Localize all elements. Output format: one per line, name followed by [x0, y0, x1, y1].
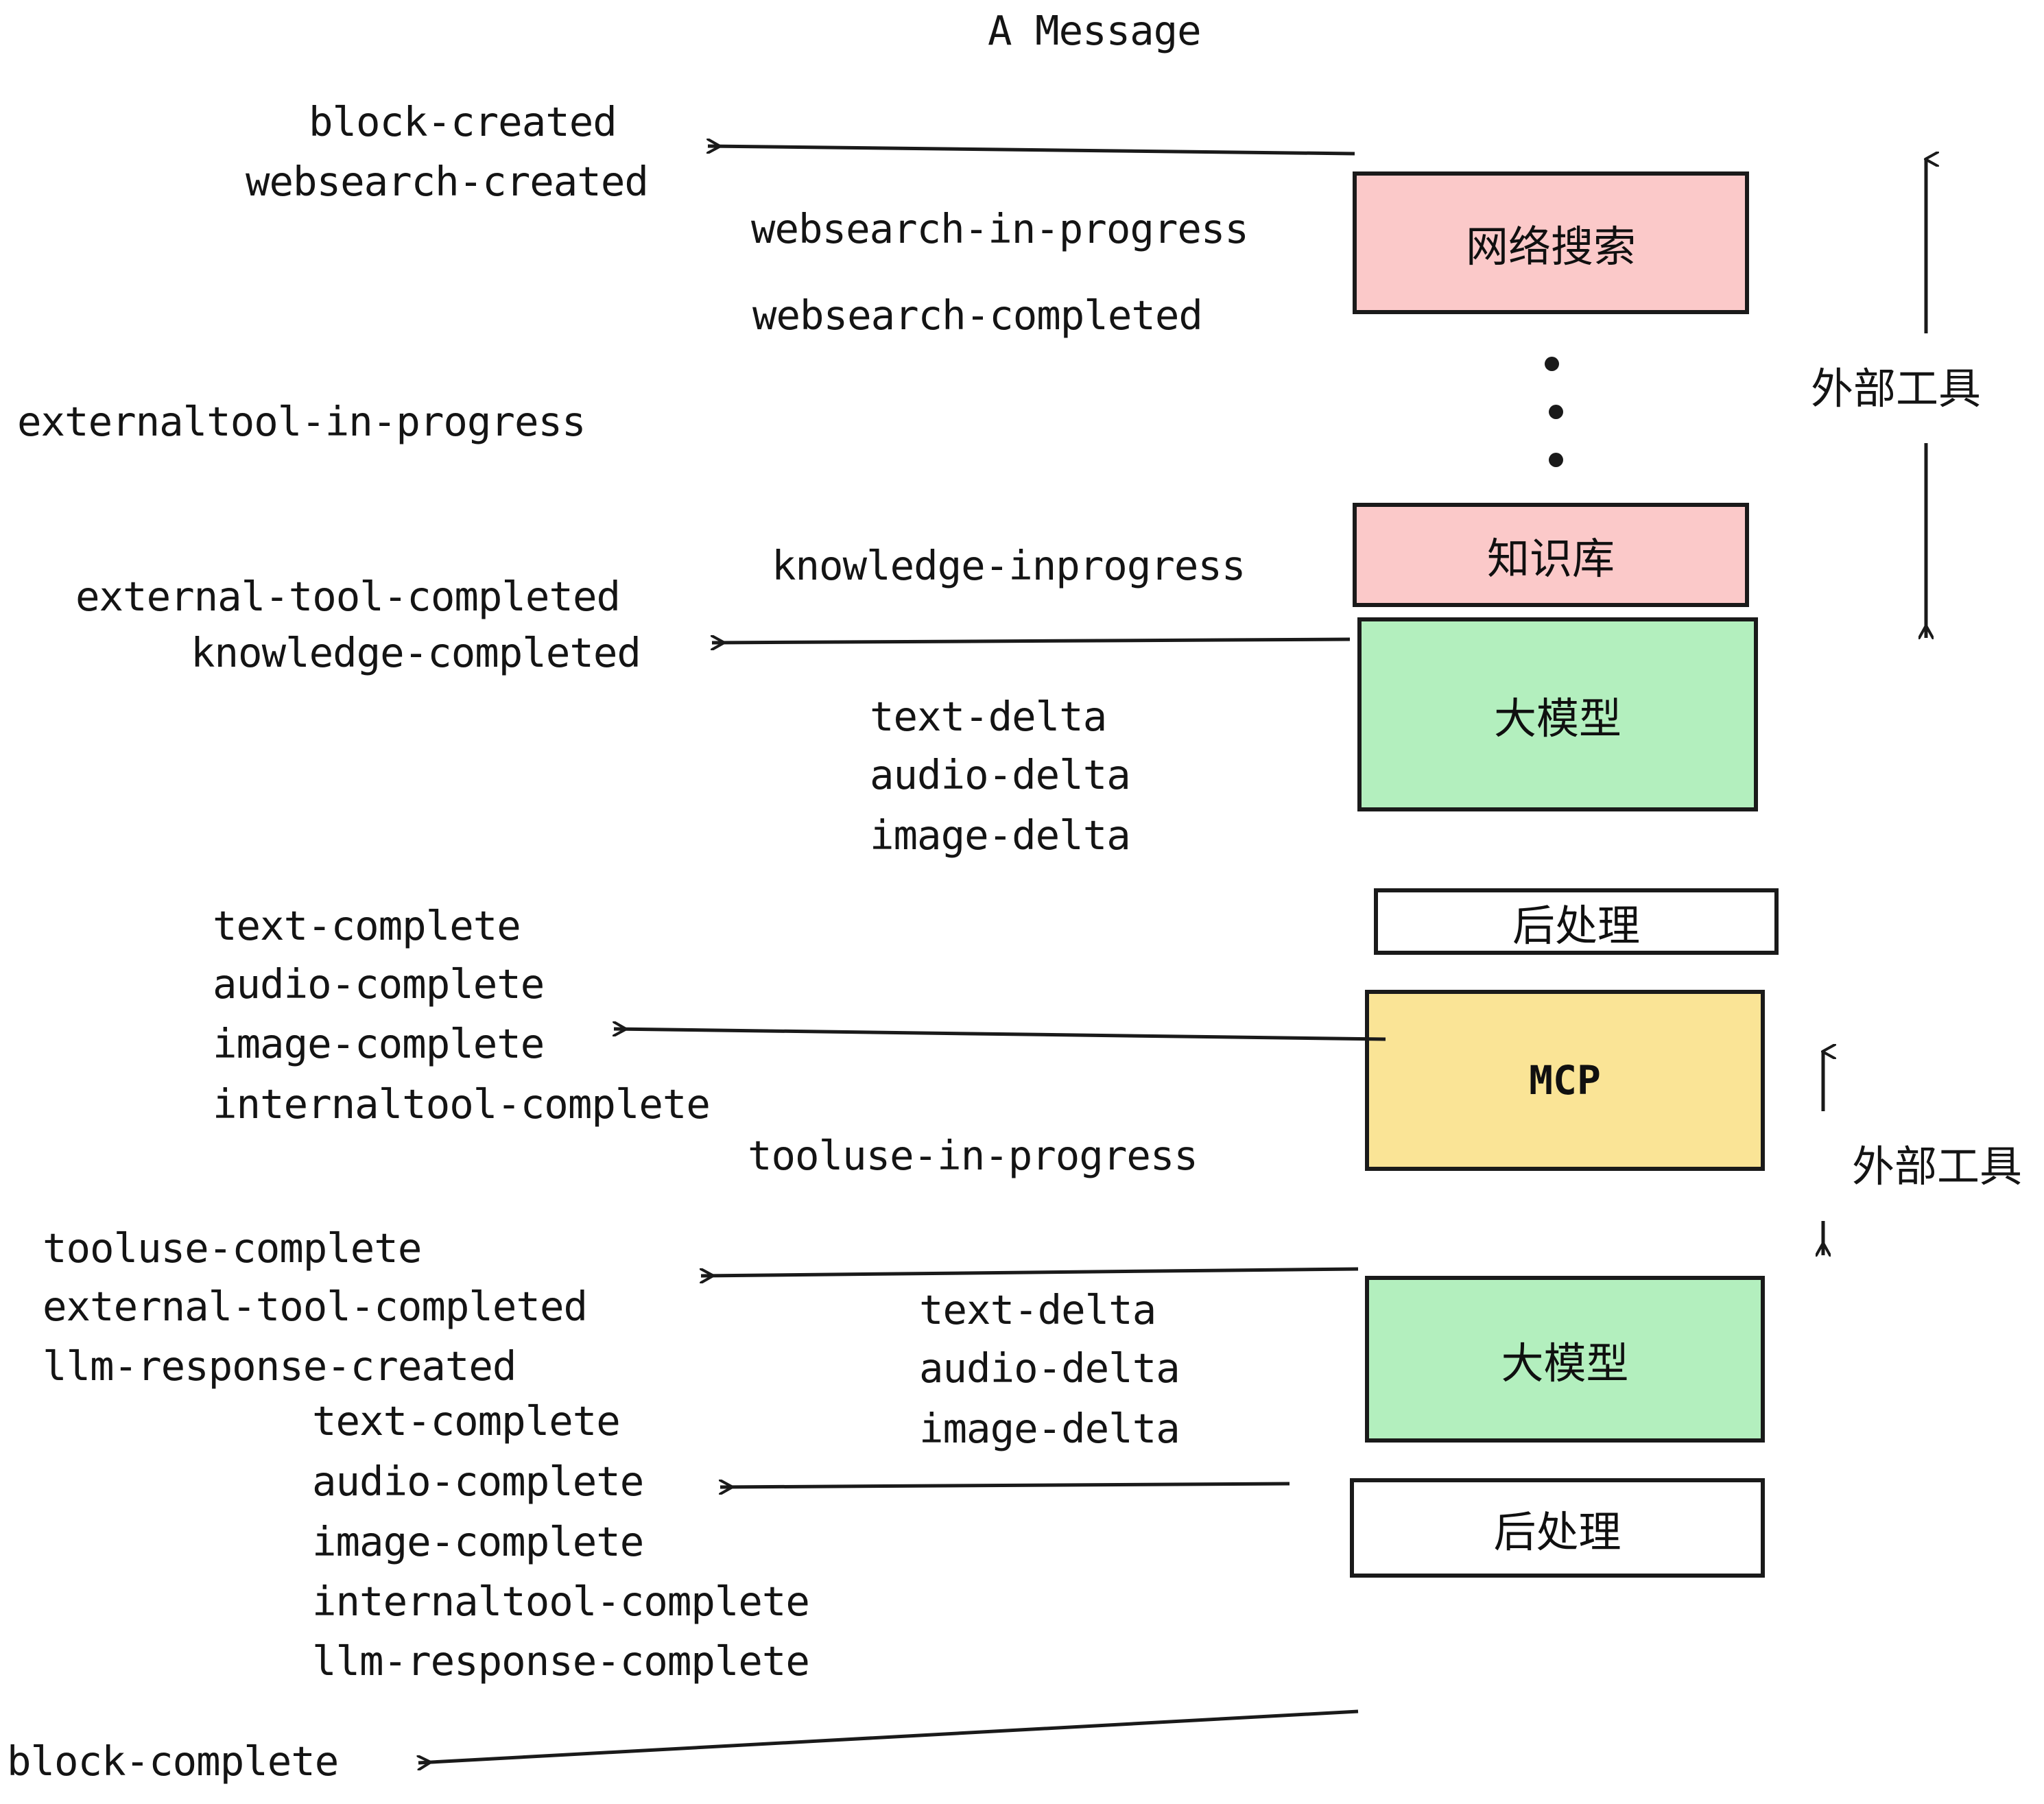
node-postprocess-2: 后处理 [1350, 1478, 1765, 1578]
event-label-knowledge-completed: knowledge-completed [191, 629, 641, 676]
bracket-label-external-tools-top: 外部工具 [1811, 364, 1982, 414]
node-postprocess-1: 后处理 [1374, 888, 1779, 955]
arrow-knowledge-done [712, 639, 1351, 643]
event-label-llm-response-created: llm-response-created [43, 1342, 516, 1390]
node-label: 大模型 [1501, 1338, 1629, 1388]
event-label-websearch-created: websearch-created [246, 158, 649, 205]
event-label-audio-complete-1: audio-complete [213, 960, 545, 1008]
event-label-block-complete: block-complete [7, 1737, 339, 1785]
node-label: 网络搜索 [1465, 222, 1636, 272]
event-label-text-delta-2: text-delta [919, 1286, 1156, 1333]
event-label-llm-response-complete: llm-response-complete [312, 1637, 810, 1685]
node-llm-1: 大模型 [1357, 617, 1758, 811]
node-label: 后处理 [1493, 1506, 1621, 1557]
arrow-tooluse-complete [701, 1267, 1359, 1276]
event-label-image-delta-1: image-delta [870, 811, 1131, 859]
event-label-audio-delta-1: audio-delta [870, 751, 1131, 798]
event-label-tooluse-in-progress: tooluse-in-progress [748, 1132, 1198, 1179]
event-label-audio-delta-2: audio-delta [919, 1344, 1180, 1392]
arrow-block-created [708, 146, 1355, 156]
node-label: MCP [1529, 1057, 1601, 1104]
event-label-internaltool-complete-1: internaltool-complete [213, 1080, 711, 1128]
node-knowledge: 知识库 [1353, 503, 1749, 607]
arrow-audio-complete [720, 1484, 1290, 1487]
event-label-image-complete-1: image-complete [213, 1020, 545, 1067]
ellipsis-dot [1549, 405, 1563, 419]
node-label: 大模型 [1493, 693, 1621, 744]
event-label-internaltool-complete-2: internaltool-complete [312, 1578, 810, 1625]
bracket-label-external-tools-bottom: 外部工具 [1852, 1141, 2023, 1191]
event-label-external-tool-completed-2: external-tool-completed [43, 1283, 588, 1330]
node-label: 后处理 [1512, 900, 1640, 951]
event-label-external-tool-completed-1: external-tool-completed [75, 573, 621, 620]
event-label-externaltool-in-progress: externaltool-in-progress [17, 398, 586, 445]
ellipsis-dot [1545, 357, 1559, 371]
node-mcp: MCP [1365, 990, 1765, 1171]
node-llm-2: 大模型 [1365, 1276, 1765, 1443]
event-label-text-complete-2: text-complete [312, 1397, 621, 1445]
diagram-title: A Message [988, 7, 1202, 54]
event-label-tooluse-complete: tooluse-complete [43, 1224, 422, 1272]
event-label-image-delta-2: image-delta [919, 1405, 1180, 1452]
event-label-websearch-completed: websearch-completed [752, 292, 1203, 339]
event-label-knowledge-inprogress: knowledge-inprogress [772, 542, 1246, 589]
node-websearch: 网络搜索 [1353, 171, 1749, 314]
ellipsis-dot [1549, 453, 1563, 467]
event-label-websearch-in-progress: websearch-in-progress [751, 205, 1249, 252]
event-label-text-complete-1: text-complete [213, 902, 521, 949]
node-label: 知识库 [1486, 534, 1615, 584]
event-label-text-delta-1: text-delta [870, 693, 1107, 740]
arrow-block-complete [418, 1709, 1359, 1763]
event-label-image-complete-2: image-complete [312, 1518, 644, 1565]
event-label-audio-complete-2: audio-complete [312, 1458, 644, 1505]
arrow-image-complete [614, 1029, 1386, 1041]
event-label-block-created: block-created [309, 98, 617, 145]
